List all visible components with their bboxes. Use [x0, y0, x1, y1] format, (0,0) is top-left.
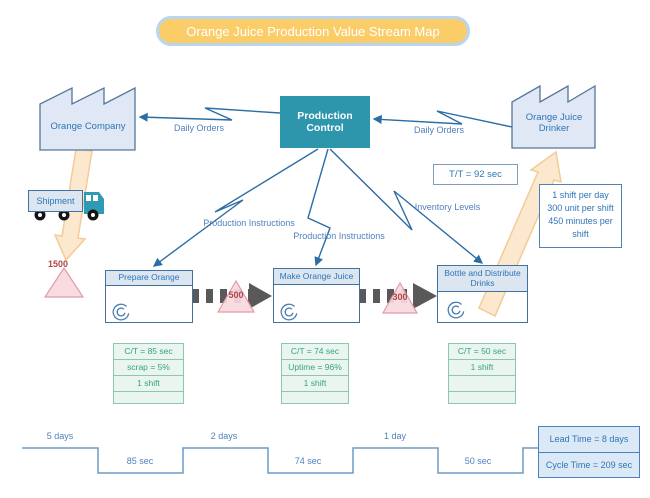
data-row	[449, 392, 515, 407]
inventory-count-1: 500	[228, 290, 244, 300]
factory-icon-left	[39, 86, 136, 151]
production-instructions-arrow-2	[307, 148, 331, 267]
truck-hub-3	[91, 213, 95, 217]
takt-time-box: T/T = 92 sec	[433, 164, 518, 185]
data-row	[449, 376, 515, 392]
truck-hub-2	[62, 213, 66, 217]
data-row: Uptime = 96%	[282, 360, 348, 376]
data-row	[282, 392, 348, 407]
process-title: Bottle and Distribute Drinks	[438, 266, 527, 292]
supplier-label: Orange Company	[50, 121, 126, 132]
operator-icon-2	[280, 303, 298, 321]
process-box-bottle-distribute: Bottle and Distribute Drinks	[437, 265, 528, 323]
production-instructions-label-2: Production Instructions	[293, 231, 385, 241]
data-box-make-orange-juice: C/T = 74 sec Uptime = 96% 1 shift	[281, 343, 349, 404]
inventory-levels-arrow	[329, 148, 484, 264]
factory-icon-right	[511, 84, 596, 149]
inventory-count-incoming: 1500	[47, 259, 69, 269]
data-row: C/T = 85 sec	[114, 344, 183, 360]
process-box-make-orange-juice: Make Orange Juice	[273, 268, 360, 323]
daily-orders-left-label: Daily Orders	[173, 123, 224, 133]
truck-window-2	[93, 195, 98, 201]
process-title: Prepare Orange	[106, 271, 192, 286]
inventory-triangle-2	[381, 281, 419, 314]
timeline-line	[22, 447, 538, 474]
production-instructions-arrow-1	[152, 148, 319, 267]
data-row: 1 shift	[449, 360, 515, 376]
timeline-wait-1: 5 days	[46, 431, 74, 441]
data-box-prepare-orange: C/T = 85 sec scrap = 5% 1 shift	[113, 343, 184, 404]
shipment-label: Shipment	[28, 190, 83, 212]
data-row: scrap = 5%	[114, 360, 183, 376]
process-title: Make Orange Juice	[274, 269, 359, 285]
cycle-time-value: Cycle Time = 209 sec	[545, 459, 633, 470]
data-row: 1 shift	[282, 376, 348, 392]
operator-icon-1	[112, 303, 130, 321]
inventory-triangle-incoming	[43, 266, 85, 298]
timeline-wait-3: 1 day	[383, 431, 407, 441]
truck-window-1	[86, 195, 91, 201]
inventory-count-2: 300	[392, 292, 408, 302]
operator-icon-3	[447, 301, 465, 319]
shift-info-line-1: 1 shift per day	[552, 190, 609, 200]
data-row: C/T = 50 sec	[449, 344, 515, 360]
summary-box: Lead Time = 8 days Cycle Time = 209 sec	[538, 426, 640, 478]
inventory-levels-label: Inventory Levels	[414, 202, 481, 212]
shift-info-line-3: 450 minutes per shift	[548, 216, 613, 239]
daily-orders-right-label: Daily Orders	[413, 125, 464, 135]
shift-info-box: 1 shift per day 300 unit per shift 450 m…	[539, 184, 622, 248]
customer-label: Orange Juice Drinker	[525, 112, 583, 134]
data-box-bottle-distribute: C/T = 50 sec 1 shift	[448, 343, 516, 404]
truck-hub-1	[38, 213, 42, 217]
timeline-process-2: 74 sec	[294, 456, 322, 466]
daily-orders-right-arrow	[372, 110, 513, 128]
shift-info-line-2: 300 unit per shift	[547, 203, 614, 213]
timeline-process-1: 85 sec	[126, 456, 154, 466]
inventory-triangle-1	[216, 279, 256, 313]
diagram-title: Orange Juice Production Value Stream Map	[156, 16, 470, 46]
data-row: C/T = 74 sec	[282, 344, 348, 360]
timeline-process-3: 50 sec	[464, 456, 492, 466]
lead-time-value: Lead Time = 8 days	[539, 427, 639, 453]
daily-orders-left-arrow	[138, 107, 281, 122]
timeline-wait-2: 2 days	[210, 431, 238, 441]
production-control-box: Production Control	[280, 96, 370, 148]
production-instructions-label-1: Production Instructions	[203, 218, 295, 228]
data-row: 1 shift	[114, 376, 183, 392]
process-box-prepare-orange: Prepare Orange	[105, 270, 193, 323]
data-row	[114, 392, 183, 407]
